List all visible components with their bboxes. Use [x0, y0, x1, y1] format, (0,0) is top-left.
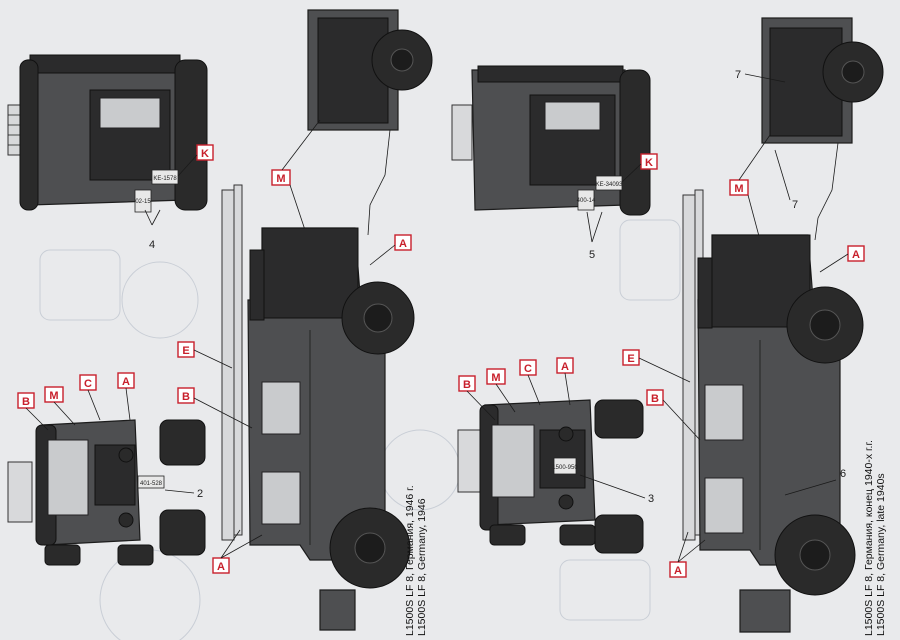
svg-text:M: M	[49, 390, 58, 402]
callout-a-side-right-lower: A	[669, 561, 687, 578]
svg-text:B: B	[463, 379, 471, 391]
number-7-upper: 7	[735, 69, 741, 81]
number-6: 6	[840, 468, 846, 480]
callout-e-left: E	[177, 341, 195, 358]
svg-text:M: M	[734, 183, 743, 195]
svg-text:A: A	[561, 361, 569, 373]
svg-text:A: A	[674, 565, 682, 577]
callout-a-side-left-lower: A	[212, 557, 230, 574]
svg-text:B: B	[182, 391, 190, 403]
trailer-left	[307, 9, 433, 236]
svg-text:02-15: 02-15	[135, 199, 151, 205]
svg-text:C: C	[524, 363, 532, 375]
svg-text:401-528: 401-528	[140, 481, 163, 487]
svg-text:L1500S LF 8, Германия, 1946 г.: L1500S LF 8, Германия, 1946 г.	[404, 485, 416, 636]
callout-c-front-right: C	[519, 359, 537, 376]
front-view-1946: 401-528	[7, 419, 206, 566]
number-4: 4	[149, 239, 155, 251]
caption-right: L1500S LF 8, Германия, конец 1940-х г.г.…	[863, 440, 887, 636]
svg-text:B: B	[651, 393, 659, 405]
svg-text:E: E	[182, 345, 189, 357]
svg-text:A: A	[122, 376, 130, 388]
callout-c-front-left: C	[79, 374, 97, 391]
rear-plate-left: KE-1578	[151, 169, 179, 185]
svg-text:M: M	[276, 173, 285, 185]
rear-plate-right: KE-34093	[595, 175, 623, 191]
callout-e-right: E	[622, 349, 640, 366]
svg-text:K: K	[201, 148, 209, 160]
front-view-late-1940s: 1500-950	[457, 399, 644, 554]
callout-a-front-right: A	[556, 357, 574, 374]
svg-text:KE-34093: KE-34093	[596, 182, 623, 188]
side-view-late-1940s	[682, 189, 864, 633]
trailer-right	[761, 17, 884, 241]
number-2: 2	[197, 488, 203, 500]
rear-plate-left-small: 02-15	[134, 189, 152, 213]
callout-m-front-right: M	[486, 368, 506, 385]
callout-a-side-left-upper: A	[394, 234, 412, 251]
svg-text:A: A	[399, 238, 407, 250]
callout-m-left-upper: M	[271, 169, 291, 186]
callout-k-left: K	[196, 144, 214, 161]
callout-m-front-left: M	[44, 386, 64, 403]
svg-text:E: E	[627, 353, 634, 365]
rear-plate-right-small: 400-14	[577, 189, 596, 211]
svg-text:K: K	[645, 157, 653, 169]
rear-view-1946: KE-1578 02-15	[7, 54, 208, 226]
callout-a-side-right-upper: A	[847, 245, 865, 262]
svg-text:C: C	[84, 378, 92, 390]
number-5: 5	[589, 249, 595, 261]
side-view-1946	[221, 184, 415, 631]
callout-m-right-upper: M	[729, 179, 749, 196]
front-plate-left: 401-528	[137, 475, 165, 489]
front-plate-right: 1500-950	[552, 457, 578, 475]
svg-text:L1500S LF 8, Germany, late 194: L1500S LF 8, Germany, late 1940s	[875, 473, 887, 636]
svg-text:B: B	[22, 396, 30, 408]
number-3: 3	[648, 493, 654, 505]
svg-text:A: A	[852, 249, 860, 261]
svg-text:L1500S LF 8, Германия, конец 1: L1500S LF 8, Германия, конец 1940-х г.г.	[863, 440, 875, 636]
svg-text:KE-1578: KE-1578	[153, 176, 177, 182]
svg-text:M: M	[491, 372, 500, 384]
number-7-lower: 7	[792, 199, 798, 211]
caption-left: L1500S LF 8, Германия, 1946 г. L1500S LF…	[404, 485, 428, 636]
callout-b-front-left: B	[17, 392, 35, 409]
rear-view-late-1940s: KE-34093 400-14	[451, 65, 651, 243]
callout-b-side-right: B	[646, 389, 664, 406]
svg-text:A: A	[217, 561, 225, 573]
svg-text:400-14: 400-14	[577, 198, 596, 204]
callout-a-front-left: A	[117, 372, 135, 389]
callout-k-right: K	[640, 153, 658, 170]
svg-text:L1500S LF 8, Germany, 1946: L1500S LF 8, Germany, 1946	[416, 498, 428, 636]
callout-b-side-left: B	[177, 387, 195, 404]
callout-b-front-right: B	[458, 375, 476, 392]
svg-text:1500-950: 1500-950	[552, 465, 578, 471]
